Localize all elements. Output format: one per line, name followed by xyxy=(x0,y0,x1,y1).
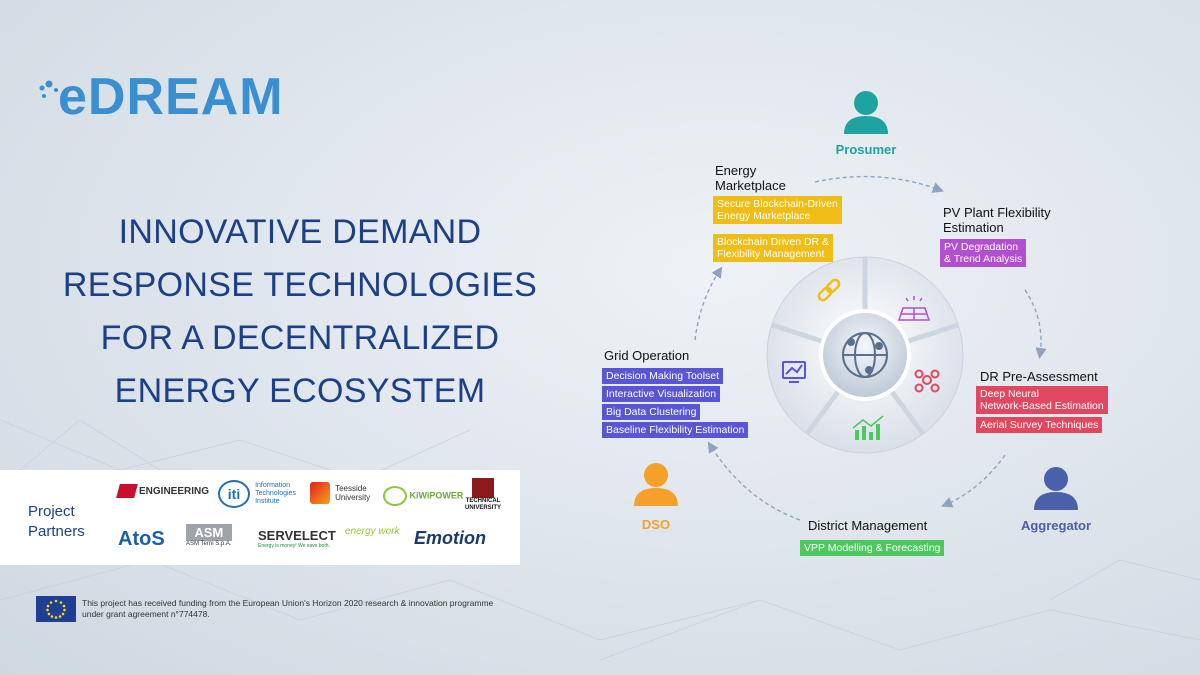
arrow-pv-to-dr xyxy=(1024,289,1047,360)
pv-title-line: PV Plant Flexibility xyxy=(943,205,1051,220)
tu-crest-icon xyxy=(472,478,494,498)
arrow-grid-to-market xyxy=(694,266,723,341)
teesside-text: University xyxy=(335,493,371,502)
funding-line: This project has received funding from t… xyxy=(82,598,494,608)
arrow-district-to-grid xyxy=(707,441,801,521)
wheel xyxy=(766,256,964,454)
headline-line: ENERGY ECOSYSTEM xyxy=(114,372,486,410)
engineering-logo: ENGINEERING xyxy=(116,484,210,498)
tag-line: Network-Based Estimation xyxy=(980,400,1104,412)
partners-label-line: Partners xyxy=(28,523,85,540)
engineering-text: ENGINEERING xyxy=(139,485,210,497)
teesside-logo: Teesside University xyxy=(310,482,370,504)
tag-decision-making: Decision Making Toolset xyxy=(602,368,724,384)
dso-person-icon xyxy=(634,463,678,506)
tag-big-data-clustering: Big Data Clustering xyxy=(602,404,701,420)
tag-aerial-survey: Aerial Survey Techniques xyxy=(976,417,1103,433)
headline-line: INNOVATIVE DEMAND xyxy=(118,213,482,251)
pv-title: PV Plant Flexibility Estimation xyxy=(943,205,1051,235)
prosumer-person-icon xyxy=(844,91,888,134)
iti-sub: Information xyxy=(255,482,291,489)
marketplace-title: Energy Marketplace xyxy=(715,163,786,193)
kiwi-text: KiWiPOWER xyxy=(409,490,464,501)
servelect-text: SERVELECT xyxy=(258,528,336,543)
tag-baseline-flexibility: Baseline Flexibility Estimation xyxy=(602,422,749,438)
tag-deep-neural-estimation: Deep Neural Network-Based Estimation xyxy=(976,386,1108,414)
arrow-market-to-pv xyxy=(814,175,944,193)
iti-sub: Institute xyxy=(255,498,280,505)
tag-line: Energy Marketplace xyxy=(717,210,811,222)
asm-sub: ASM Terni S.p.A. xyxy=(186,541,232,547)
tu-text: TECHNICAL xyxy=(465,498,501,504)
aggregator-person-icon xyxy=(1034,467,1078,510)
arrow-dr-to-district xyxy=(941,454,1006,508)
technical-university-logo: TECHNICAL UNIVERSITY xyxy=(458,478,508,512)
kiwi-mark-icon xyxy=(383,486,407,506)
pv-title-line: Estimation xyxy=(943,220,1004,235)
funding-line: under grant agreement n°774478. xyxy=(82,609,210,619)
dso-label: DSO xyxy=(641,517,671,532)
drone-icon xyxy=(914,369,940,393)
tag-line: PV Degradation xyxy=(944,241,1019,253)
tag-pv-degradation: PV Degradation & Trend Analysis xyxy=(940,239,1027,267)
tag-line: Secure Blockchain-Driven xyxy=(717,198,838,210)
tag-secure-blockchain-marketplace: Secure Blockchain-Driven Energy Marketpl… xyxy=(713,196,842,224)
eu-flag-icon xyxy=(36,596,76,622)
solar-panel-icon xyxy=(897,296,931,321)
dr-title: DR Pre-Assessment xyxy=(980,369,1098,384)
partners-box: Project Partners ENGINEERING iti Informa… xyxy=(0,470,520,565)
globe-network-icon xyxy=(842,332,888,378)
tag-line: Blockchain Driven DR & xyxy=(717,236,830,248)
district-title: District Management xyxy=(808,518,928,533)
tag-line: Flexibility Management xyxy=(717,248,825,260)
asm-text: ASM xyxy=(186,524,232,541)
emotion-logo: Emotion xyxy=(414,528,486,548)
servelect-logo: SERVELECT Energy is money! We save both. xyxy=(258,528,336,549)
chain-link-icon xyxy=(817,278,841,302)
edream-logo: eDREAM xyxy=(36,66,296,128)
tag-line: & Trend Analysis xyxy=(944,253,1023,265)
marketplace-title-line: Energy xyxy=(715,163,757,178)
engineering-mark-icon xyxy=(116,484,138,498)
funding-notice: This project has received funding from t… xyxy=(82,598,522,620)
energy-work-logo: energy work xyxy=(345,526,400,537)
atos-logo: AtoS xyxy=(118,528,165,550)
tag-line: Deep Neural xyxy=(980,388,1039,400)
headline: INNOVATIVE DEMAND RESPONSE TECHNOLOGIES … xyxy=(60,206,540,418)
teesside-mark-icon xyxy=(310,482,330,504)
partners-label: Project Partners xyxy=(28,502,108,542)
grid-title: Grid Operation xyxy=(604,348,690,363)
tag-interactive-visualization: Interactive Visualization xyxy=(602,386,721,402)
headline-line: RESPONSE TECHNOLOGIES xyxy=(62,266,538,304)
prosumer-label: Prosumer xyxy=(835,142,897,157)
cycle-arrows xyxy=(694,175,1047,521)
partners-label-line: Project xyxy=(28,503,75,520)
asm-logo: ASM ASM Terni S.p.A. xyxy=(186,524,232,547)
iti-mark: iti xyxy=(218,480,250,508)
logo-dots-icon xyxy=(39,80,58,98)
tu-text: UNIVERSITY xyxy=(464,505,501,511)
marketplace-title-line: Marketplace xyxy=(715,178,786,193)
tag-blockchain-dr-flexibility: Blockchain Driven DR & Flexibility Manag… xyxy=(713,234,834,262)
logo-text: eDREAM xyxy=(58,68,284,126)
aggregator-label: Aggregator xyxy=(1020,518,1092,533)
tag-vpp-modelling: VPP Modelling & Forecasting xyxy=(800,540,945,556)
bar-chart-icon xyxy=(852,415,884,440)
kiwipower-logo: KiWiPOWER xyxy=(383,486,463,506)
headline-line: FOR A DECENTRALIZED xyxy=(100,319,500,357)
servelect-sub: Energy is money! We save both. xyxy=(258,543,330,549)
teesside-text: Teesside xyxy=(335,484,367,493)
iti-sub: Technologies xyxy=(255,490,296,497)
monitor-chart-icon xyxy=(782,361,806,383)
iti-logo: iti Information Technologies Institute xyxy=(218,480,296,508)
